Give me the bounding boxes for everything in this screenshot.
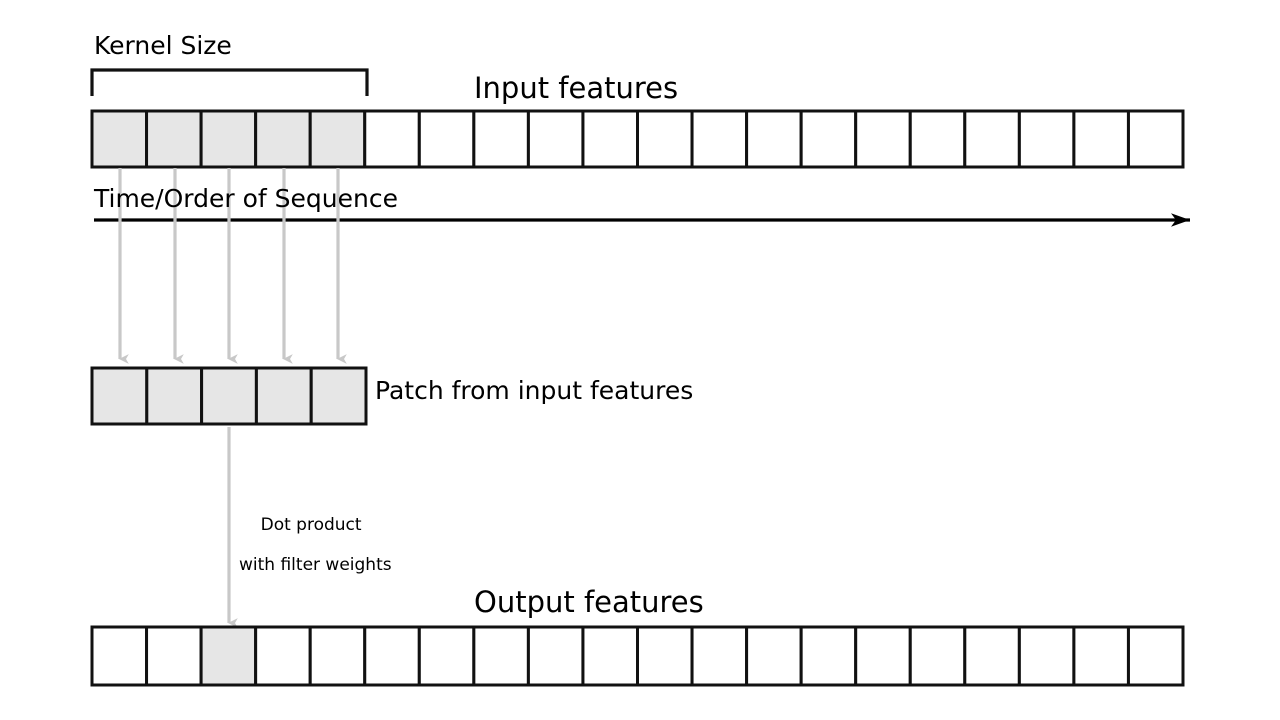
output-feature-cell bbox=[417, 625, 476, 687]
output-feature-cell bbox=[308, 625, 367, 687]
dot-product-line1: Dot product bbox=[260, 515, 362, 536]
input-feature-cell bbox=[308, 109, 367, 169]
patch-label: Patch from input features bbox=[375, 376, 694, 405]
kernel-size-bracket bbox=[90, 68, 369, 96]
input-features-row bbox=[90, 109, 1185, 169]
input-feature-cell bbox=[581, 109, 640, 169]
input-feature-cell bbox=[90, 109, 149, 169]
output-feature-cell bbox=[854, 625, 912, 687]
output-feature-cell bbox=[90, 625, 149, 687]
input-features-title: Input features bbox=[474, 71, 679, 105]
input-feature-cell bbox=[526, 109, 585, 169]
output-feature-cell bbox=[581, 625, 640, 687]
output-feature-cell bbox=[199, 625, 258, 687]
input-feature-cell bbox=[963, 109, 1021, 169]
output-feature-cell bbox=[1126, 625, 1185, 687]
dot-product-label: Dot product with filter weights bbox=[239, 495, 392, 615]
input-feature-cell bbox=[472, 109, 530, 169]
input-feature-cell bbox=[636, 109, 694, 169]
input-feature-cell bbox=[417, 109, 476, 169]
output-feature-cell bbox=[799, 625, 858, 687]
input-feature-cell bbox=[1072, 109, 1130, 169]
output-feature-cell bbox=[745, 625, 803, 687]
output-features-title: Output features bbox=[474, 585, 704, 619]
time-order-axis-label: Time/Order of Sequence bbox=[94, 184, 398, 213]
input-feature-cell bbox=[908, 109, 967, 169]
patch-extraction-arrows bbox=[118, 168, 347, 364]
dot-product-line2: with filter weights bbox=[239, 555, 392, 576]
patch-row bbox=[90, 366, 368, 426]
input-feature-cell bbox=[745, 109, 803, 169]
input-feature-cell bbox=[854, 109, 912, 169]
patch-cell bbox=[200, 366, 258, 426]
patch-cell bbox=[254, 366, 313, 426]
input-feature-cell bbox=[363, 109, 421, 169]
input-feature-cell bbox=[1126, 109, 1185, 169]
input-feature-cell bbox=[690, 109, 749, 169]
output-feature-cell bbox=[526, 625, 585, 687]
output-feature-cell bbox=[145, 625, 203, 687]
output-feature-cell bbox=[363, 625, 421, 687]
patch-cell bbox=[90, 366, 149, 426]
input-feature-cell bbox=[145, 109, 203, 169]
input-feature-cell bbox=[199, 109, 258, 169]
output-features-row bbox=[90, 625, 1185, 687]
input-feature-cell bbox=[254, 109, 312, 169]
output-feature-cell bbox=[908, 625, 967, 687]
output-feature-cell bbox=[636, 625, 694, 687]
output-feature-cell bbox=[1017, 625, 1076, 687]
output-feature-cell bbox=[254, 625, 312, 687]
output-feature-cell bbox=[1072, 625, 1130, 687]
input-feature-cell bbox=[799, 109, 858, 169]
output-feature-cell bbox=[690, 625, 749, 687]
input-feature-cell bbox=[1017, 109, 1076, 169]
output-feature-cell bbox=[472, 625, 530, 687]
output-feature-cell bbox=[963, 625, 1021, 687]
patch-cell bbox=[145, 366, 204, 426]
kernel-size-label: Kernel Size bbox=[94, 31, 232, 60]
patch-cell bbox=[309, 366, 368, 426]
